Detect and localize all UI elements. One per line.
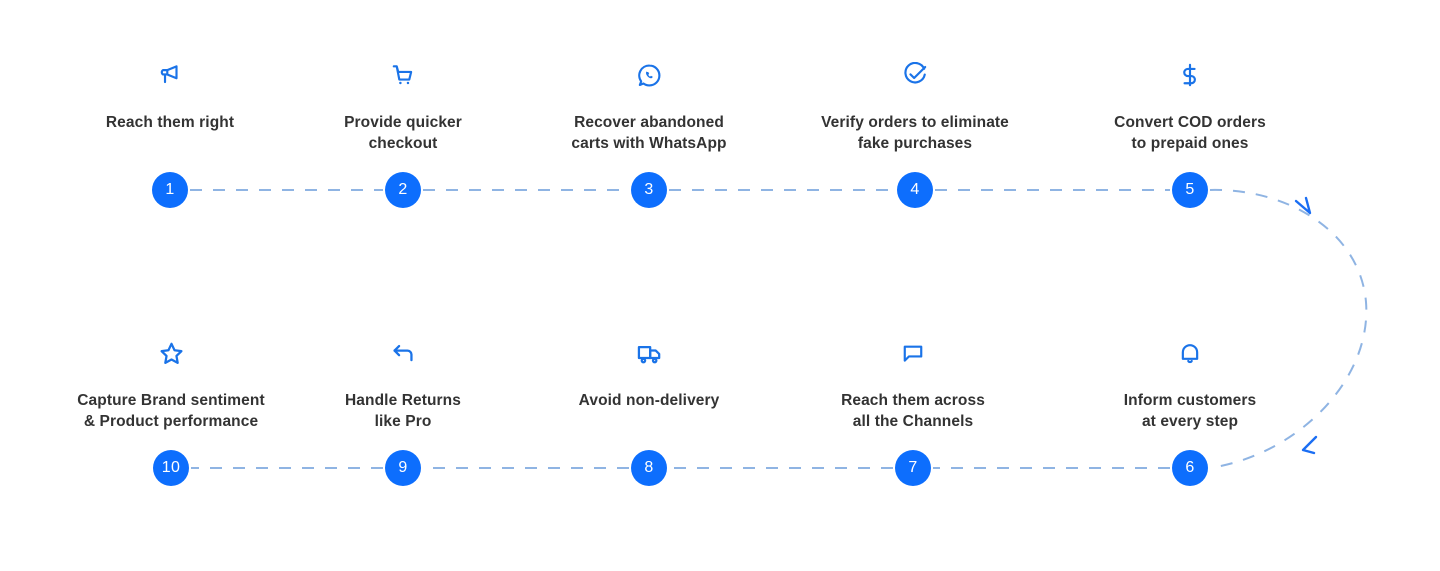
dollar-sign-icon: [1060, 58, 1320, 92]
step-10-label: Capture Brand sentiment & Product perfor…: [77, 392, 265, 430]
whatsapp-icon: [519, 58, 779, 92]
step-4[interactable]: Verify orders to eliminate fake purchase…: [785, 58, 1045, 154]
step-4-number[interactable]: 4: [897, 172, 933, 208]
step-8[interactable]: Avoid non-delivery: [519, 336, 779, 411]
step-5-number[interactable]: 5: [1172, 172, 1208, 208]
step-3[interactable]: Recover abandoned carts with WhatsApp: [519, 58, 779, 154]
step-2-number[interactable]: 2: [385, 172, 421, 208]
step-7[interactable]: Reach them across all the Channels: [783, 336, 1043, 432]
step-7-number-text: 7: [908, 459, 918, 476]
step-1-number-text: 1: [165, 181, 175, 198]
step-9[interactable]: Handle Returns like Pro: [273, 336, 533, 432]
step-7-number[interactable]: 7: [895, 450, 931, 486]
step-4-label: Verify orders to eliminate fake purchase…: [821, 114, 1009, 152]
chat-bubble-icon: [783, 336, 1043, 370]
step-5-label: Convert COD orders to prepaid ones: [1114, 114, 1266, 152]
megaphone-icon: [40, 58, 300, 92]
step-1[interactable]: Reach them right: [40, 58, 300, 133]
step-1-number[interactable]: 1: [152, 172, 188, 208]
step-10-number-text: 10: [161, 459, 181, 476]
step-4-number-text: 4: [910, 181, 920, 198]
curve-arrowhead-top: [1294, 196, 1312, 215]
step-10[interactable]: Capture Brand sentiment & Product perfor…: [41, 336, 301, 432]
step-7-label: Reach them across all the Channels: [841, 392, 985, 430]
step-5-number-text: 5: [1185, 181, 1195, 198]
step-2-number-text: 2: [398, 181, 408, 198]
step-1-label: Reach them right: [105, 114, 235, 131]
step-3-number-text: 3: [644, 181, 654, 198]
step-10-number[interactable]: 10: [153, 450, 189, 486]
step-9-number[interactable]: 9: [385, 450, 421, 486]
star-icon: [41, 336, 301, 370]
step-8-number-text: 8: [644, 459, 654, 476]
step-2[interactable]: Provide quicker checkout: [273, 58, 533, 154]
step-8-number[interactable]: 8: [631, 450, 667, 486]
delivery-truck-icon: [519, 336, 779, 370]
step-9-label: Handle Returns like Pro: [345, 392, 461, 430]
step-6-number-text: 6: [1185, 459, 1195, 476]
step-8-label: Avoid non-delivery: [578, 392, 720, 409]
curve-arrowhead-bottom: [1301, 435, 1318, 455]
bell-icon: [1060, 336, 1320, 370]
step-6-label: Inform customers at every step: [1123, 392, 1257, 430]
check-circle-icon: [785, 58, 1045, 92]
step-6-number[interactable]: 6: [1172, 450, 1208, 486]
return-arrow-icon: [273, 336, 533, 370]
step-9-number-text: 9: [398, 459, 408, 476]
step-3-label: Recover abandoned carts with WhatsApp: [571, 114, 727, 152]
step-6[interactable]: Inform customers at every step: [1060, 336, 1320, 432]
shopping-cart-icon: [273, 58, 533, 92]
step-5[interactable]: Convert COD orders to prepaid ones: [1060, 58, 1320, 154]
step-3-number[interactable]: 3: [631, 172, 667, 208]
step-2-label: Provide quicker checkout: [344, 114, 462, 152]
